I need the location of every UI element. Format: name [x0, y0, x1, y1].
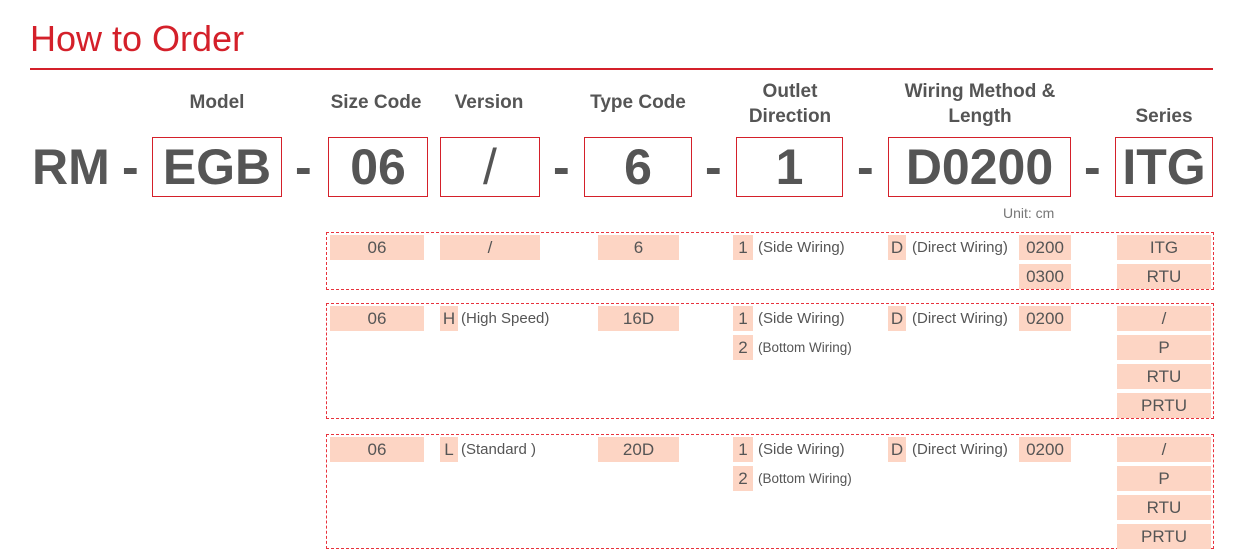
series-cell: P [1117, 335, 1211, 360]
series-cell: RTU [1117, 495, 1211, 520]
header-wiring-method: Wiring Method & [904, 81, 1056, 102]
size-code-cell: 06 [330, 437, 424, 462]
version-note: (Standard ) [461, 441, 537, 458]
header-size-code: Size Code [330, 92, 422, 113]
outlet-code-cell: 1 [733, 235, 753, 260]
separator: - [295, 139, 312, 195]
outlet-note: (Side Wiring) [758, 310, 845, 327]
separator: - [122, 139, 139, 195]
length-cell: 0200 [1019, 235, 1071, 260]
separator: - [553, 139, 570, 195]
series-cell: ITG [1117, 235, 1211, 260]
separator: - [857, 139, 874, 195]
length-cell: 0200 [1019, 437, 1071, 462]
length-cell: 0200 [1019, 306, 1071, 331]
option-group [326, 434, 1214, 549]
code-type: 6 [584, 137, 692, 197]
version-code-cell: L [440, 437, 458, 462]
page-title: How to Order [30, 18, 245, 59]
code-size: 06 [328, 137, 428, 197]
header-type-code: Type Code [590, 92, 686, 113]
outlet-code-cell: 2 [733, 466, 753, 491]
version-code-cell: / [440, 235, 540, 260]
outlet-note: (Side Wiring) [758, 239, 845, 256]
outlet-note: (Bottom Wiring) [758, 471, 852, 486]
outlet-code-cell: 1 [733, 437, 753, 462]
wiring-code-cell: D [888, 306, 906, 331]
size-code-cell: 06 [330, 235, 424, 260]
outlet-code-cell: 1 [733, 306, 753, 331]
length-cell: 0300 [1019, 264, 1071, 289]
title-divider [30, 68, 1213, 70]
code-prefix: RM [32, 139, 110, 195]
wiring-code-cell: D [888, 437, 906, 462]
series-cell: PRTU [1117, 393, 1211, 418]
wiring-code-cell: D [888, 235, 906, 260]
code-version: / [440, 137, 540, 197]
separator: - [1084, 139, 1101, 195]
series-cell: P [1117, 466, 1211, 491]
type-code-cell: 20D [598, 437, 679, 462]
series-cell: / [1117, 306, 1211, 331]
wiring-note: (Direct Wiring) [912, 441, 1008, 458]
version-note: (High Speed) [461, 310, 550, 327]
code-outlet: 1 [736, 137, 843, 197]
size-code-cell: 06 [330, 306, 424, 331]
option-group [326, 303, 1214, 419]
unit-label: Unit: cm [1003, 205, 1055, 221]
header-series: Series [1135, 106, 1193, 127]
separator: - [705, 139, 722, 195]
outlet-note: (Side Wiring) [758, 441, 845, 458]
series-cell: RTU [1117, 364, 1211, 389]
header-version: Version [454, 92, 524, 113]
option-group [326, 232, 1214, 290]
header-length: Length [948, 106, 1012, 127]
header-model: Model [189, 92, 245, 113]
header-outlet: Outlet [762, 81, 818, 102]
series-cell: RTU [1117, 264, 1211, 289]
version-code-cell: H [440, 306, 458, 331]
code-wiring: D0200 [888, 137, 1071, 197]
header-direction: Direction [748, 106, 832, 127]
series-cell: / [1117, 437, 1211, 462]
wiring-note: (Direct Wiring) [912, 239, 1008, 256]
code-series: ITG [1115, 137, 1213, 197]
code-model: EGB [152, 137, 282, 197]
wiring-note: (Direct Wiring) [912, 310, 1008, 327]
type-code-cell: 6 [598, 235, 679, 260]
outlet-note: (Bottom Wiring) [758, 340, 852, 355]
outlet-code-cell: 2 [733, 335, 753, 360]
series-cell: PRTU [1117, 524, 1211, 549]
type-code-cell: 16D [598, 306, 679, 331]
